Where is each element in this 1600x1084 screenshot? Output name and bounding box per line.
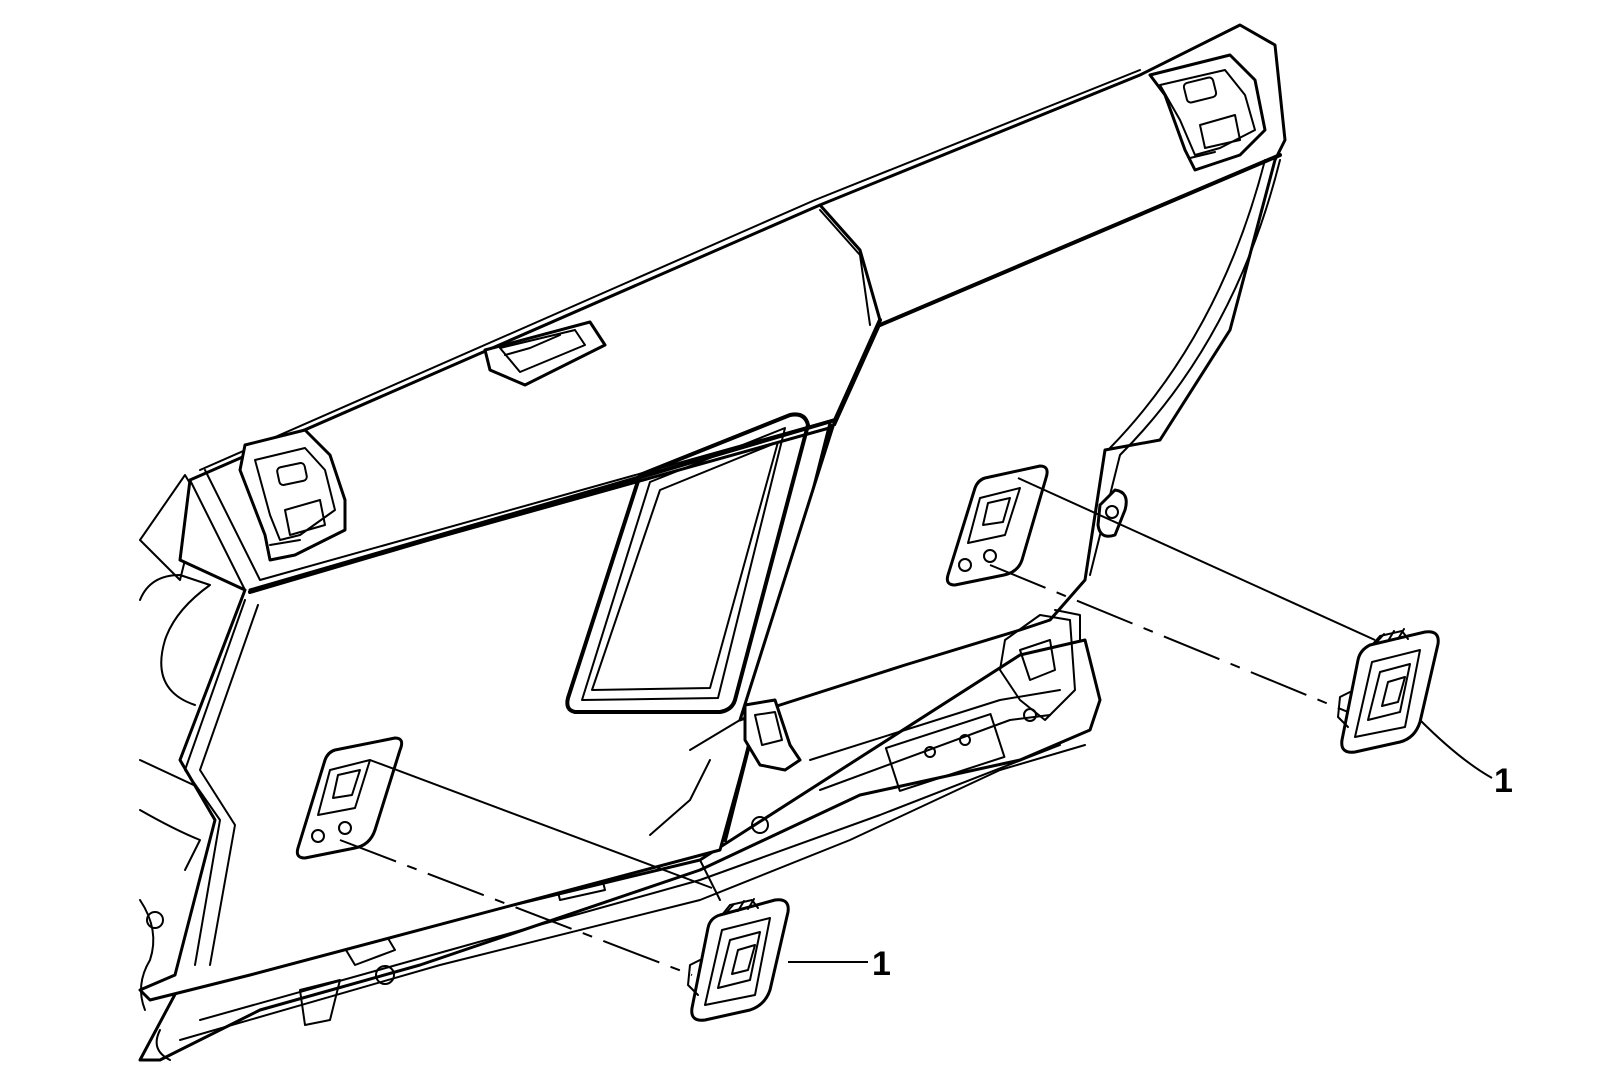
bezel-left: [687, 898, 790, 1022]
mounting-tab-right: [1096, 488, 1128, 538]
callout-left-label: 1: [872, 945, 891, 983]
headrest-guide-left: [238, 428, 347, 562]
seat-back-left-panel: [138, 199, 882, 1002]
receptacle-opening-right: [945, 464, 1049, 587]
hinge-bracket-right: [999, 609, 1081, 721]
bezel-right: [1337, 628, 1440, 754]
seat-back-right-panel: [738, 23, 1287, 722]
alignment-lines: [339, 477, 1376, 976]
headrest-guide-right: [1148, 53, 1267, 172]
seat-latch-center: [483, 320, 607, 387]
pass-through-door: [565, 412, 810, 714]
receptacle-opening-left: [295, 736, 404, 860]
hinge-bracket: [649, 698, 802, 836]
callout-right: 1: [1419, 719, 1513, 800]
callout-left: 1: [788, 945, 891, 983]
callout-right-label: 1: [1494, 762, 1513, 800]
